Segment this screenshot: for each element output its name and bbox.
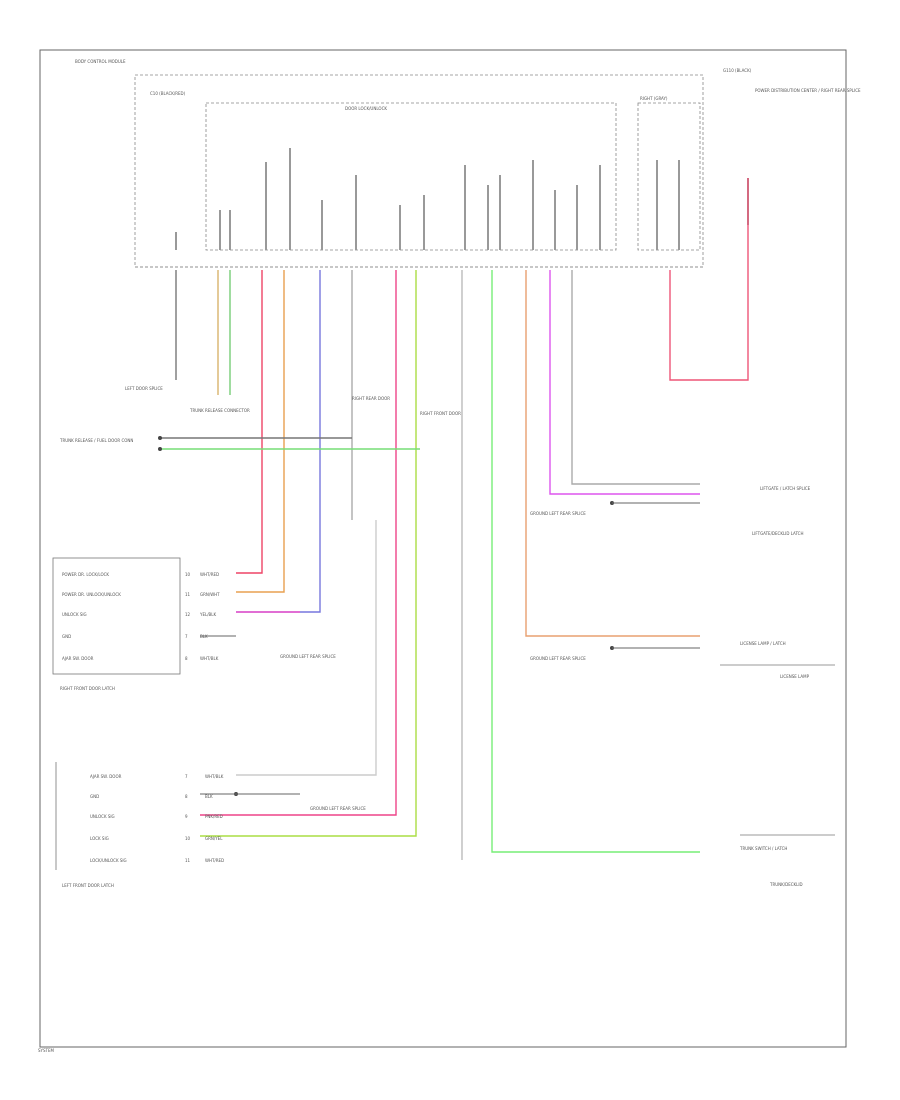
- right-pin-1-wire: WHT/RED: [200, 572, 219, 577]
- left-pin-2-num: 8: [185, 794, 188, 799]
- left-splice-label: LEFT DOOR SPLICE: [125, 386, 163, 391]
- left-pin-4-label: LOCK SIG: [90, 836, 109, 841]
- ground-splice-b: GROUND LEFT REAR SPLICE: [530, 656, 586, 661]
- right-pin-5-wire: WHT/BLK: [200, 656, 219, 661]
- right-pin-2-label: POWER DR. UNLOCK/UNLOCK: [62, 592, 121, 597]
- diagram-frame: [39, 49, 847, 1048]
- bcm-sub1: C10 (BLACK/RED): [150, 91, 186, 96]
- right-pin-3-wire: YEL/BLK: [199, 612, 217, 617]
- ground-splice-c: GROUND LEFT REAR SPLICE: [280, 654, 336, 659]
- left-pin-4-wire: GRN/YEL: [205, 836, 223, 841]
- left-pin-2-wire: BLK: [205, 794, 213, 799]
- right-latch-pins: POWER DR. LOCK/LOCK 10 WHT/RED POWER DR.…: [62, 572, 220, 661]
- bcm-title: BODY CONTROL MODULE: [75, 59, 126, 64]
- trunk-section: TRUNK/DECKLID: [769, 882, 803, 887]
- left-pin-2-label: GND: [90, 794, 99, 799]
- left-pin-5-label: LOCK/UNLOCK SIG: [90, 858, 127, 863]
- liftgate-section: LIFTGATE/DECKLID LATCH: [752, 531, 803, 536]
- left-pin-1-num: 7: [185, 774, 188, 779]
- right-pin-4-label: GND: [62, 634, 71, 639]
- left-front-section: LEFT FRONT DOOR LATCH: [62, 883, 114, 888]
- left-pin-1-wire: WHT/BLK: [205, 774, 224, 779]
- power-label: POWER DISTRIBUTION CENTER / RIGHT REAR S…: [755, 88, 861, 93]
- liftgate-splice-label: LIFTGATE / LATCH SPLICE: [760, 486, 811, 491]
- splice-dots: [158, 436, 614, 796]
- license-lamp-label: LICENSE LAMP / LATCH: [740, 641, 786, 646]
- left-pin-4-num: 10: [185, 836, 191, 841]
- right-pin-3-num: 12: [185, 612, 191, 617]
- module-pin-ticks: [175, 148, 749, 250]
- right-pin-1-num: 10: [185, 572, 191, 577]
- bcm-sub3: RIGHT (GRAY): [640, 96, 668, 101]
- bcm-sub2: DOOR LOCK/UNLOCK: [345, 106, 387, 111]
- right-pin-5-label: AJAR SW. DOOR: [62, 656, 94, 661]
- left-pin-1-label: AJAR SW. DOOR: [90, 774, 122, 779]
- ground-splice-a: GROUND LEFT REAR SPLICE: [530, 511, 586, 516]
- right-pin-1-label: POWER DR. LOCK/LOCK: [62, 572, 109, 577]
- module-boxes: [134, 74, 704, 268]
- ground-lines: [200, 502, 700, 795]
- left-pin-3-label: UNLOCK SIG: [90, 814, 115, 819]
- trunk-release-label: TRUNK RELEASE CONNECTOR: [189, 408, 250, 413]
- footer-label: SYSTEM: [38, 1048, 54, 1053]
- right-rear-door-label: RIGHT REAR DOOR: [352, 396, 390, 401]
- left-pin-3-wire: PNK/RED: [205, 814, 223, 819]
- right-latch-box: [52, 557, 181, 675]
- ground-splice-d: GROUND LEFT REAR SPLICE: [310, 806, 366, 811]
- right-pin-2-num: 11: [185, 592, 191, 597]
- right-front-door-label: RIGHT FRONT DOOR: [420, 411, 461, 416]
- right-front-section: RIGHT FRONT DOOR LATCH: [60, 686, 115, 691]
- left-latch-pins: AJAR SW. DOOR 7 WHT/BLK GND 8 BLK UNLOCK…: [90, 774, 224, 863]
- right-pin-3-label: UNLOCK SIG: [62, 612, 87, 617]
- left-pin-5-num: 11: [185, 858, 191, 863]
- ground-top: G110 (BLACK): [723, 68, 752, 73]
- right-pin-4-wire: BLK: [200, 634, 208, 639]
- left-pin-3-num: 9: [185, 814, 188, 819]
- trunk-switch-label: TRUNK SWITCH / LATCH: [739, 846, 787, 851]
- right-pin-4-num: 7: [185, 634, 188, 639]
- right-pin-5-num: 8: [185, 656, 188, 661]
- license-section: LICENSE LAMP: [780, 674, 810, 679]
- left-pin-5-wire: WHT/RED: [205, 858, 224, 863]
- right-pin-2-wire: GRN/WHT: [200, 592, 220, 597]
- wires: [160, 178, 749, 860]
- trunk-connector-label: TRUNK RELEASE / FUEL DOOR CONN: [59, 438, 133, 443]
